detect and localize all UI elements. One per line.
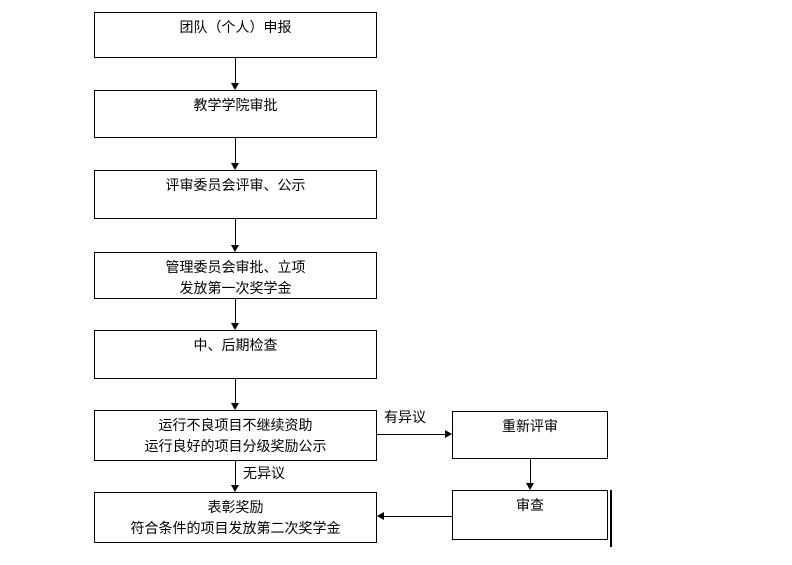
arrow-committee-to-management bbox=[231, 219, 240, 252]
node-mid-late-inspection: 中、后期检查 bbox=[94, 330, 377, 379]
edge-label-objection: 有异议 bbox=[384, 410, 426, 426]
node-award-label-2: 符合条件的项目发放第二次奖学金 bbox=[130, 521, 341, 537]
arrow-down-icon bbox=[231, 485, 239, 492]
arrow-down-icon bbox=[526, 483, 534, 490]
arrow-stem bbox=[377, 434, 446, 435]
node-award-label-1: 表彰奖励 bbox=[207, 500, 264, 516]
node-examine-label: 审查 bbox=[516, 498, 544, 514]
node-examine: 审查 bbox=[452, 490, 608, 540]
arrow-left-icon bbox=[377, 512, 384, 520]
node-award: 表彰奖励 符合条件的项目发放第二次奖学金 bbox=[94, 492, 377, 543]
node-review-committee-label: 评审委员会评审、公示 bbox=[165, 178, 306, 194]
node-rereview-label: 重新评审 bbox=[502, 419, 558, 435]
node-review-committee: 评审委员会评审、公示 bbox=[94, 170, 377, 219]
arrow-stem bbox=[235, 461, 236, 486]
arrow-examine-to-award bbox=[377, 512, 452, 521]
node-management-approval-label-2: 发放第一次奖学金 bbox=[179, 281, 292, 297]
arrow-down-icon bbox=[231, 245, 239, 252]
node-operation-result-label-1: 运行不良项目不继续资助 bbox=[158, 418, 313, 434]
arrow-inspection-to-operation bbox=[231, 379, 240, 410]
node-college-approval: 教学学院审批 bbox=[94, 90, 377, 138]
node-rereview: 重新评审 bbox=[452, 411, 608, 459]
arrow-stem bbox=[530, 459, 531, 484]
node-operation-result-label-2: 运行良好的项目分级奖励公示 bbox=[144, 439, 327, 455]
arrow-right-icon bbox=[445, 430, 452, 438]
arrow-management-to-inspection bbox=[231, 299, 240, 330]
node-team-declaration-label: 团队（个人）申报 bbox=[179, 20, 292, 36]
arrow-operation-to-award bbox=[231, 461, 240, 492]
arrow-operation-to-rereview bbox=[377, 430, 452, 439]
arrow-stem bbox=[235, 58, 236, 84]
decorative-vertical-line bbox=[610, 490, 612, 547]
arrow-down-icon bbox=[231, 163, 239, 170]
arrow-stem bbox=[235, 379, 236, 404]
node-college-approval-label: 教学学院审批 bbox=[193, 98, 278, 114]
arrow-down-icon bbox=[231, 323, 239, 330]
arrow-down-icon bbox=[231, 403, 239, 410]
node-management-approval: 管理委员会审批、立项 发放第一次奖学金 bbox=[94, 252, 377, 299]
arrow-stem bbox=[383, 516, 452, 517]
edge-label-no-objection: 无异议 bbox=[243, 466, 285, 482]
arrow-declare-to-college bbox=[231, 58, 240, 90]
node-operation-result: 运行不良项目不继续资助 运行良好的项目分级奖励公示 bbox=[94, 410, 377, 461]
node-team-declaration: 团队（个人）申报 bbox=[94, 12, 377, 58]
arrow-stem bbox=[235, 299, 236, 324]
node-mid-late-inspection-label: 中、后期检查 bbox=[193, 338, 278, 354]
arrow-rereview-to-examine bbox=[526, 459, 535, 490]
arrow-stem bbox=[235, 219, 236, 246]
arrow-down-icon bbox=[231, 83, 239, 90]
arrow-stem bbox=[235, 138, 236, 164]
node-management-approval-label-1: 管理委员会审批、立项 bbox=[165, 260, 306, 276]
arrow-college-to-committee bbox=[231, 138, 240, 170]
